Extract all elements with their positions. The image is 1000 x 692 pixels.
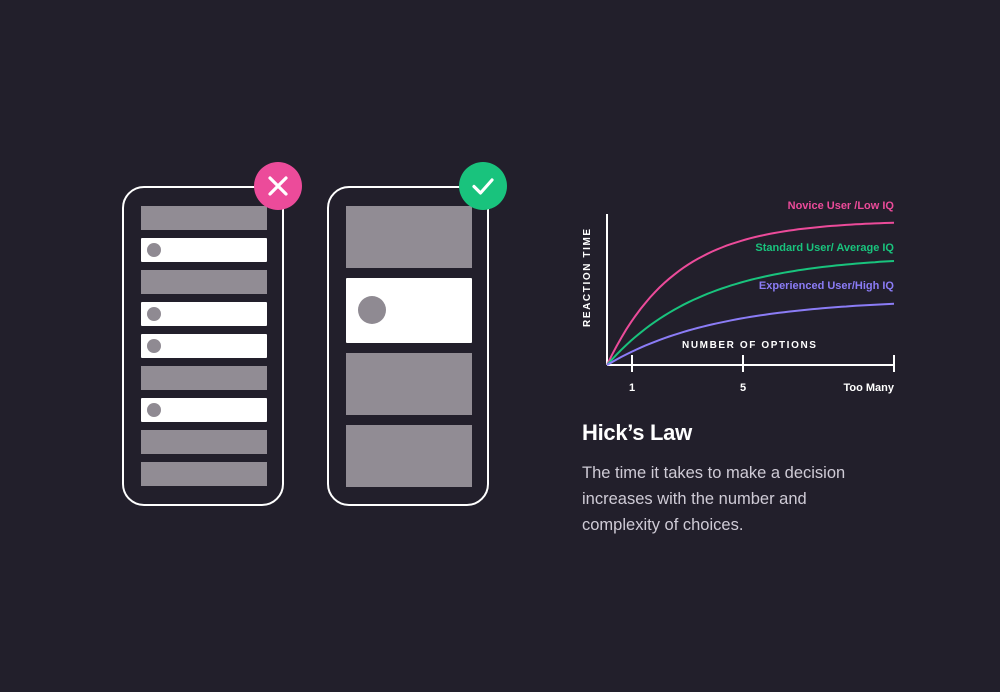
list-item: [141, 206, 267, 230]
hicks-law-chart: REACTION TIME NUMBER OF OPTIONS 1 5 Too …: [582, 200, 895, 394]
x-axis-label: NUMBER OF OPTIONS: [682, 340, 818, 351]
x-tick-label: Too Many: [843, 382, 894, 394]
card: [346, 353, 472, 415]
list-item: [141, 238, 267, 262]
list-item: [141, 334, 267, 358]
avatar: [147, 307, 161, 321]
list-item: [141, 398, 267, 422]
avatar: [147, 243, 161, 257]
series-line-novice: [606, 221, 895, 366]
x-tick-label: 5: [740, 382, 746, 394]
card: [346, 278, 472, 343]
description-text: The time it takes to make a decision inc…: [582, 464, 846, 534]
close-icon: [254, 162, 302, 210]
series-line-experienced: [606, 302, 895, 366]
list-item: [141, 462, 267, 486]
series-line-standard: [606, 260, 895, 366]
y-axis-label: REACTION TIME: [582, 227, 593, 327]
card: [346, 425, 472, 487]
x-tick-label: 1: [629, 382, 635, 394]
list-item: [141, 430, 267, 454]
list-item: [141, 270, 267, 294]
phone-mockup-bad: [122, 186, 284, 506]
page-title: Hick’s Law: [582, 420, 692, 445]
legend-label-standard: Standard User/ Average IQ: [755, 242, 894, 254]
legend-label-experienced: Experienced User/High IQ: [759, 280, 895, 292]
list-item: [141, 366, 267, 390]
avatar: [358, 296, 386, 324]
card: [346, 206, 472, 268]
list-item: [141, 302, 267, 326]
avatar: [147, 403, 161, 417]
legend-label-novice: Novice User /Low IQ: [788, 200, 895, 212]
check-icon: [459, 162, 507, 210]
phone-mockup-good: [327, 186, 489, 506]
avatar: [147, 339, 161, 353]
